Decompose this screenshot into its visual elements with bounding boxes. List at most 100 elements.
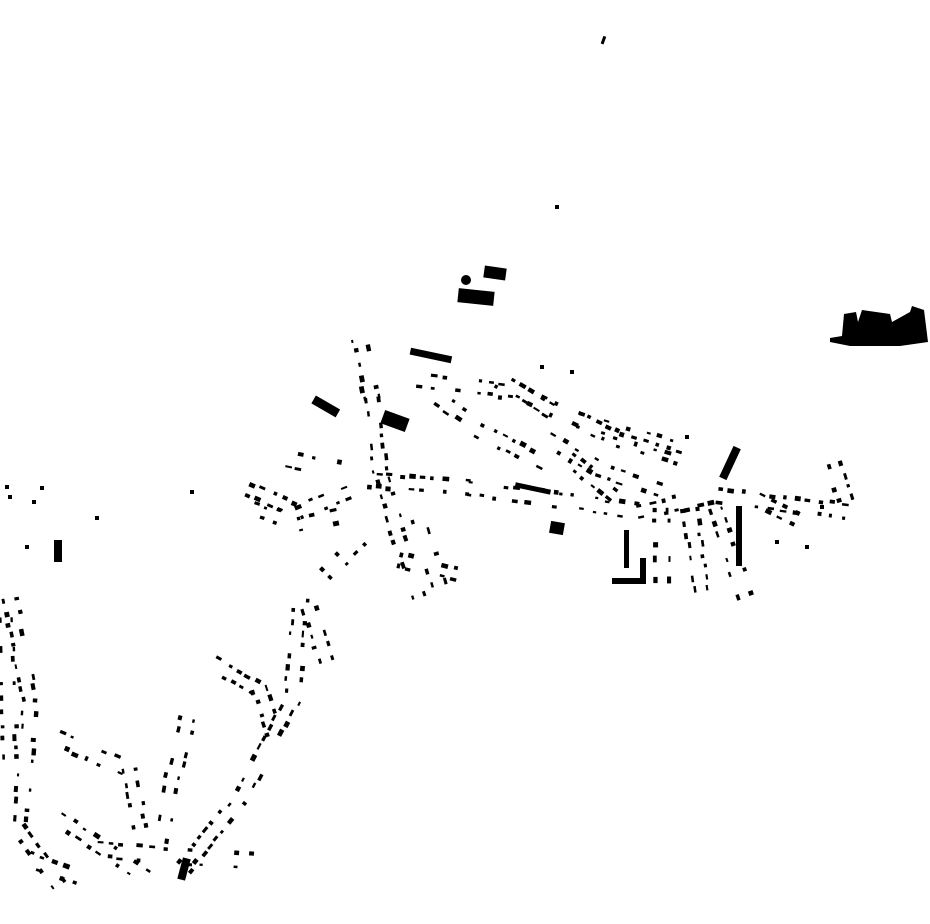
building — [843, 472, 848, 480]
building — [697, 518, 703, 526]
building — [571, 452, 577, 458]
building — [317, 493, 325, 499]
building — [30, 682, 36, 691]
building — [30, 759, 34, 763]
building — [201, 850, 209, 858]
building — [305, 598, 310, 603]
building — [35, 868, 40, 872]
building — [100, 749, 108, 755]
building — [548, 412, 554, 418]
building — [330, 654, 335, 661]
building — [724, 516, 729, 523]
building — [259, 713, 265, 718]
building — [433, 401, 441, 409]
building — [679, 508, 686, 514]
building — [0, 617, 2, 623]
building — [351, 339, 354, 344]
building — [747, 590, 754, 596]
building — [465, 478, 471, 482]
building-north-round — [461, 275, 471, 285]
building — [831, 487, 838, 493]
building — [352, 549, 359, 556]
building — [390, 491, 396, 496]
building — [317, 658, 323, 664]
building — [782, 495, 787, 500]
building — [725, 557, 729, 563]
building — [671, 494, 677, 500]
building — [185, 862, 193, 867]
building — [228, 664, 234, 669]
building — [327, 574, 333, 581]
building — [559, 492, 563, 496]
building — [143, 822, 149, 828]
building — [515, 394, 521, 399]
building — [667, 518, 671, 523]
building-north-hall — [457, 288, 495, 306]
building — [215, 655, 223, 661]
building — [191, 858, 199, 865]
building — [290, 500, 298, 507]
building — [461, 406, 468, 413]
building — [700, 539, 705, 547]
building — [527, 387, 536, 395]
building — [841, 502, 849, 507]
building — [689, 555, 692, 561]
building — [14, 664, 18, 670]
building — [276, 507, 282, 513]
building — [574, 447, 580, 453]
building — [260, 721, 267, 728]
building-north-block — [483, 265, 507, 281]
building — [21, 696, 26, 703]
building — [596, 488, 605, 496]
building — [12, 681, 16, 685]
building — [519, 440, 527, 449]
building — [578, 475, 585, 481]
building-large-complex-east — [830, 306, 928, 346]
building — [176, 858, 183, 865]
building — [735, 593, 741, 601]
building — [695, 506, 700, 512]
building — [794, 495, 802, 502]
building — [477, 391, 481, 395]
building — [496, 446, 501, 451]
building — [50, 885, 55, 890]
building — [550, 432, 557, 438]
building — [117, 770, 124, 776]
building — [132, 859, 140, 866]
building — [711, 520, 718, 528]
building — [604, 424, 612, 431]
building — [300, 642, 305, 648]
building — [454, 414, 463, 423]
building — [511, 438, 517, 444]
building — [578, 411, 586, 417]
building — [74, 835, 83, 842]
building — [421, 590, 427, 597]
building — [614, 427, 621, 434]
building — [442, 489, 447, 494]
building — [264, 732, 270, 738]
building — [656, 432, 663, 439]
building — [299, 677, 304, 683]
building — [199, 863, 203, 867]
building — [4, 611, 10, 618]
building — [308, 497, 314, 502]
building — [453, 565, 459, 571]
building — [31, 673, 36, 681]
building — [479, 422, 486, 429]
building — [358, 385, 365, 394]
building — [590, 433, 596, 438]
building — [505, 449, 511, 454]
building — [400, 526, 406, 533]
building — [305, 622, 312, 629]
building — [227, 802, 232, 808]
building — [0, 735, 5, 741]
building — [332, 520, 340, 527]
building — [24, 808, 30, 813]
building — [697, 502, 705, 508]
building — [201, 826, 209, 834]
building — [652, 555, 657, 563]
building — [715, 500, 723, 506]
building — [837, 460, 844, 467]
building — [541, 394, 548, 400]
building — [116, 857, 123, 861]
